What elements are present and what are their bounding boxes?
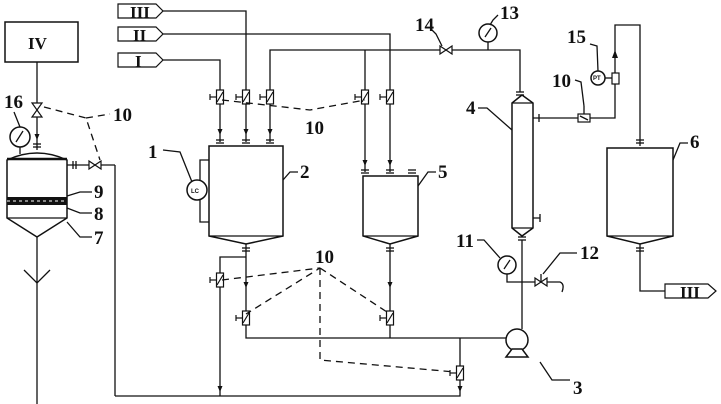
label-10-outlet-valves: 10 xyxy=(315,247,334,268)
product-tank-6 xyxy=(606,147,674,245)
feed-ii-label: II xyxy=(133,26,147,45)
label-12: 12 xyxy=(580,243,599,264)
source-iv-label: IV xyxy=(28,34,48,53)
label-13: 13 xyxy=(500,3,519,24)
label-16: 16 xyxy=(4,92,23,113)
label-11: 11 xyxy=(456,231,474,252)
feed-i-label: I xyxy=(135,52,142,71)
valve-14-icon xyxy=(439,44,453,56)
label-4: 4 xyxy=(466,98,476,119)
mixing-tank-2 xyxy=(208,145,284,245)
pressure-transmitter-label: PT xyxy=(593,76,601,82)
inlet-valve-icon xyxy=(30,102,44,118)
product-iii-label: III xyxy=(680,283,700,302)
label-10-column-valve: 10 xyxy=(552,71,571,92)
pressure-gauge-16 xyxy=(9,126,31,148)
product-iii-arrow xyxy=(664,283,717,299)
pump-3 xyxy=(505,328,529,352)
label-3: 3 xyxy=(573,378,583,399)
source-iv-box xyxy=(4,21,79,63)
column-4 xyxy=(511,94,534,237)
label-1: 1 xyxy=(148,142,158,163)
label-10-vessel: 10 xyxy=(113,105,132,126)
adsorption-vessel-7 xyxy=(6,152,68,238)
label-10-feed-valves: 10 xyxy=(305,118,324,139)
label-15: 15 xyxy=(567,27,586,48)
level-controller-icon xyxy=(186,179,208,201)
level-controller-label: LC xyxy=(191,189,200,195)
tank-5 xyxy=(362,175,419,245)
outlet-valve-icon xyxy=(88,159,102,171)
label-2: 2 xyxy=(300,162,310,183)
label-14: 14 xyxy=(415,15,435,36)
label-7: 7 xyxy=(94,228,104,249)
label-6: 6 xyxy=(690,132,700,153)
label-9: 9 xyxy=(94,182,104,203)
feed-iii-label: III xyxy=(130,3,150,22)
label-8: 8 xyxy=(94,204,104,225)
label-5: 5 xyxy=(438,162,448,183)
